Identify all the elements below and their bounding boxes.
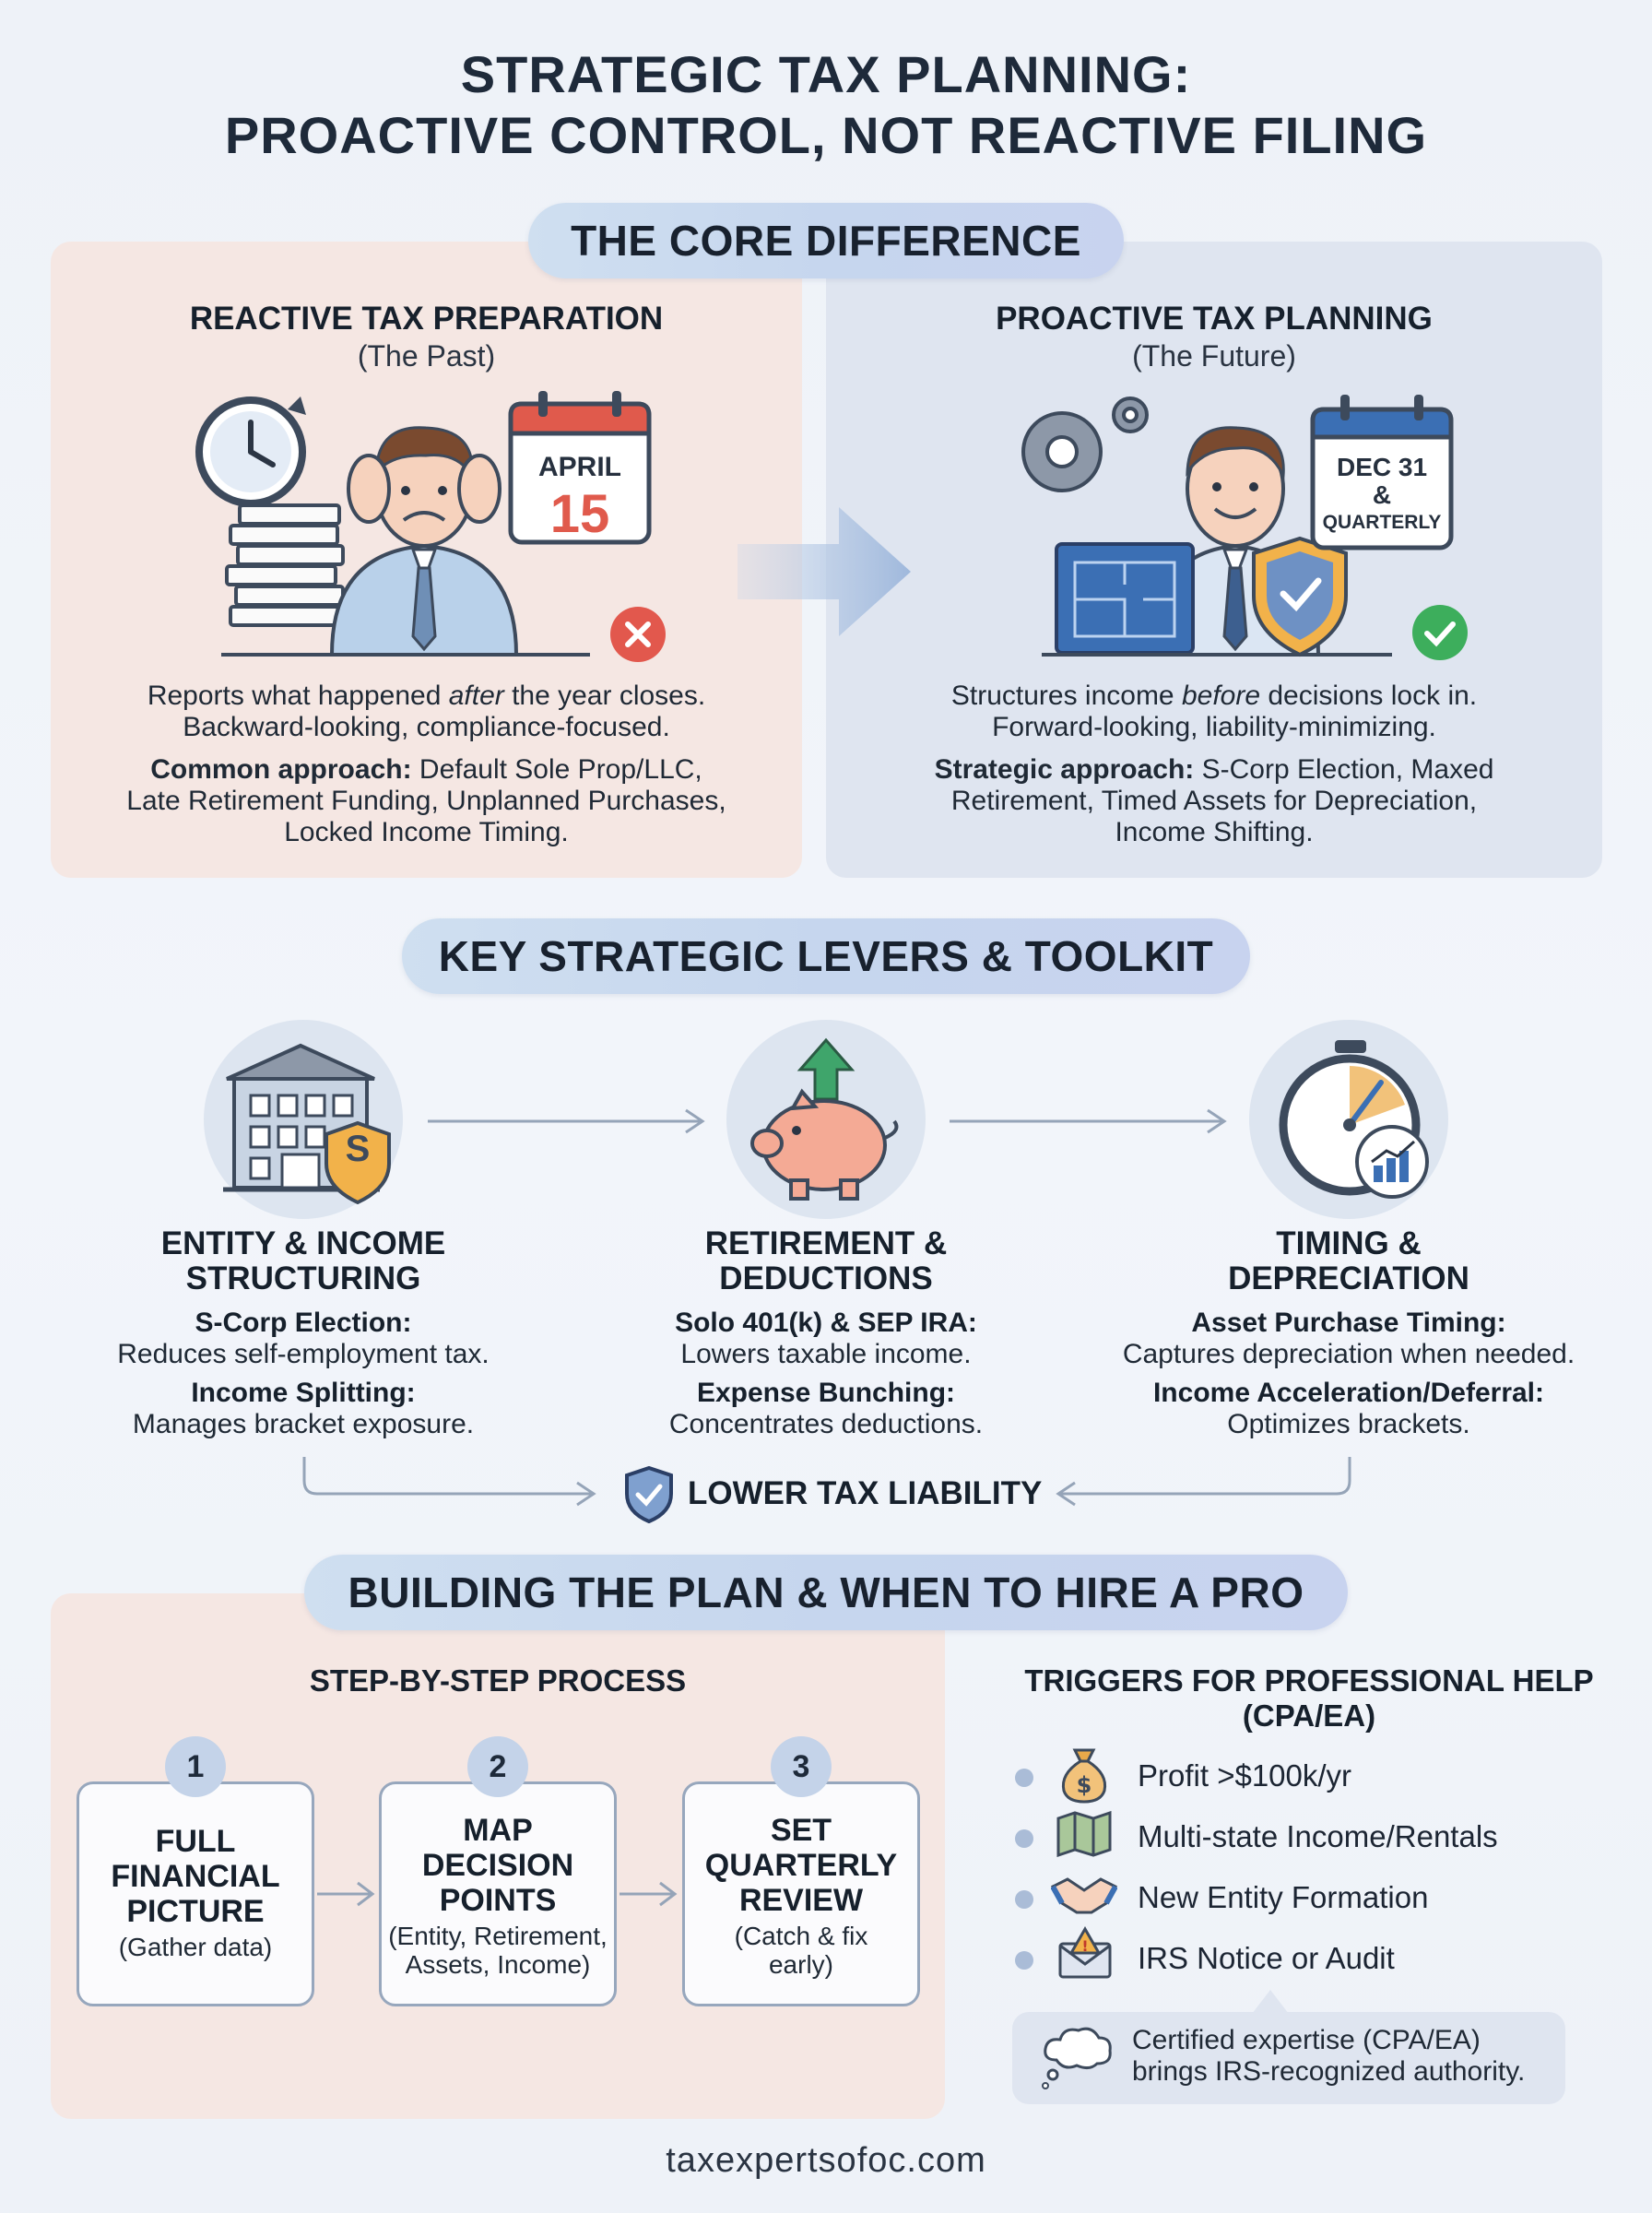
gears-icon <box>1021 396 1149 492</box>
lever-arrow-1 <box>428 1108 705 1134</box>
lever-head-acceleration: Income Acceleration/Deferral: <box>1152 1378 1545 1408</box>
reactive-line-2: Backward-looking, compliance-focused. <box>183 712 670 742</box>
shield-check-icon <box>625 1466 673 1523</box>
triggers-heading: TRIGGERS FOR PROFESSIONAL HELP(CPA/EA) <box>1024 1663 1594 1733</box>
reactive-line-1: Reports what happened after the year clo… <box>147 680 706 711</box>
lever-title-timing: TIMING &DEPRECIATION <box>1228 1225 1469 1296</box>
broken-clock-icon <box>195 396 306 507</box>
step-arrow-1 <box>317 1881 375 1907</box>
step-sub-2: (Entity, Retirement,Assets, Income) <box>388 1922 608 1979</box>
lever-head-bunching: Expense Bunching: <box>696 1378 956 1408</box>
trigger-text-4: IRS Notice or Audit <box>1138 1941 1395 1975</box>
s-corp-badge: S <box>345 1129 371 1169</box>
step-sub-1: (Gather data) <box>118 1933 273 1961</box>
lever-title-retirement: RETIREMENT &DEDUCTIONS <box>704 1225 948 1296</box>
proactive-approach: Strategic approach: S-Corp Election, Max… <box>934 754 1494 847</box>
callout-pointer <box>1252 1990 1289 2014</box>
bar-chart-icon <box>1374 1151 1409 1182</box>
step-box-2 <box>379 1781 617 2006</box>
proactive-title: PROACTIVE TAX PLANNING <box>996 301 1433 337</box>
proactive-line-1: Structures income before decisions lock … <box>950 680 1478 711</box>
lever-head-splitting: Income Splitting: <box>191 1378 416 1408</box>
thought-cloud-icon <box>1042 2027 1112 2089</box>
warning-envelope-icon: ! <box>1058 1925 1112 1979</box>
plan-heading: BUILDING THE PLAN & WHEN TO HIRE A PRO <box>304 1555 1348 1630</box>
calendar-quarterly-text: DEC 31 & QUARTERLY <box>1322 453 1442 534</box>
trigger-bullet-2 <box>1015 1829 1033 1848</box>
blueprint-icon <box>1055 542 1195 655</box>
handshake-icon <box>1051 1877 1117 1914</box>
steps-heading: STEP-BY-STEP PROCESS <box>309 1663 687 1698</box>
lever-desc-asset-timing: Captures depreciation when needed. <box>1122 1339 1575 1369</box>
reactive-title: REACTIVE TAX PREPARATION <box>189 301 664 337</box>
error-x-icon <box>610 607 666 662</box>
stopwatch-icon <box>1279 1040 1429 1199</box>
title-line-1: STRATEGIC TAX PLANNING: <box>460 45 1192 103</box>
lever-desc-scorp: Reduces self-employment tax. <box>117 1339 490 1369</box>
step-number-1: 1 <box>165 1736 226 1797</box>
svg-text:$: $ <box>1077 1772 1092 1798</box>
lower-tax-liability: LOWER TAX LIABILITY <box>688 1475 1043 1511</box>
transition-arrow-icon <box>738 507 911 636</box>
step-arrow-2 <box>620 1881 678 1907</box>
title-line-2: PROACTIVE CONTROL, NOT REACTIVE FILING <box>224 106 1428 164</box>
trigger-text-1: Profit >$100k/yr <box>1138 1758 1352 1793</box>
reactive-description: Reports what happened after the year clo… <box>51 680 802 743</box>
page-title: STRATEGIC TAX PLANNING: PROACTIVE CONTRO… <box>0 44 1652 166</box>
building-icon <box>223 1043 391 1204</box>
levers-heading: KEY STRATEGIC LEVERS & TOOLKIT <box>402 918 1250 994</box>
lever-head-asset-timing: Asset Purchase Timing: <box>1191 1308 1506 1338</box>
callout-text: Certified expertise (CPA/EA) brings IRS-… <box>1132 2025 1526 2087</box>
proactive-description: Structures income before decisions lock … <box>826 680 1602 743</box>
trigger-text-2: Multi-state Income/Rentals <box>1138 1819 1498 1853</box>
lever-head-401k: Solo 401(k) & SEP IRA: <box>675 1308 977 1338</box>
trigger-text-3: New Entity Formation <box>1138 1880 1429 1914</box>
lever-arrow-2 <box>950 1108 1227 1134</box>
lever-desc-401k: Lowers taxable income. <box>680 1339 972 1369</box>
confident-planner-illustration <box>1021 395 1454 657</box>
lever-desc-acceleration: Optimizes brackets. <box>1227 1409 1470 1439</box>
trigger-bullet-3 <box>1015 1890 1033 1909</box>
svg-text:!: ! <box>1081 1937 1088 1955</box>
calendar-quarterly-icon <box>1310 395 1454 550</box>
convergence-arrows <box>302 1457 1351 1507</box>
lever-head-scorp: S-Corp Election: <box>195 1308 412 1338</box>
lever-desc-bunching: Concentrates deductions. <box>668 1409 984 1439</box>
trigger-bullet-4 <box>1015 1951 1033 1970</box>
stressed-preparer-illustration <box>195 391 652 657</box>
piggy-bank-icon <box>750 1037 899 1201</box>
proactive-line-2: Forward-looking, liability-minimizing. <box>992 712 1436 742</box>
shield-check-icon <box>1252 536 1348 657</box>
step-box-1 <box>77 1781 314 2006</box>
core-difference-heading: THE CORE DIFFERENCE <box>528 203 1124 278</box>
success-check-icon <box>1412 605 1468 660</box>
calendar-month: APRIL <box>538 452 621 482</box>
stressed-person-icon <box>329 426 519 657</box>
money-bag-icon: $ <box>1061 1748 1107 1804</box>
step-box-3 <box>682 1781 920 2006</box>
trigger-bullet-1 <box>1015 1769 1033 1787</box>
reactive-subtitle: (The Past) <box>357 339 496 373</box>
calendar-day: 15 <box>549 484 610 544</box>
calendar-icon <box>508 391 652 545</box>
proactive-subtitle: (The Future) <box>1132 339 1296 373</box>
footer-url[interactable]: taxexpertsofoc.com <box>666 2141 986 2180</box>
reactive-approach: Common approach: Default Sole Prop/LLC, … <box>126 754 726 847</box>
step-number-2: 2 <box>467 1736 528 1797</box>
map-icon <box>1056 1811 1112 1857</box>
step-number-3: 3 <box>771 1736 832 1797</box>
paper-stack-icon <box>225 503 345 627</box>
lever-desc-splitting: Manages bracket exposure. <box>132 1409 475 1439</box>
